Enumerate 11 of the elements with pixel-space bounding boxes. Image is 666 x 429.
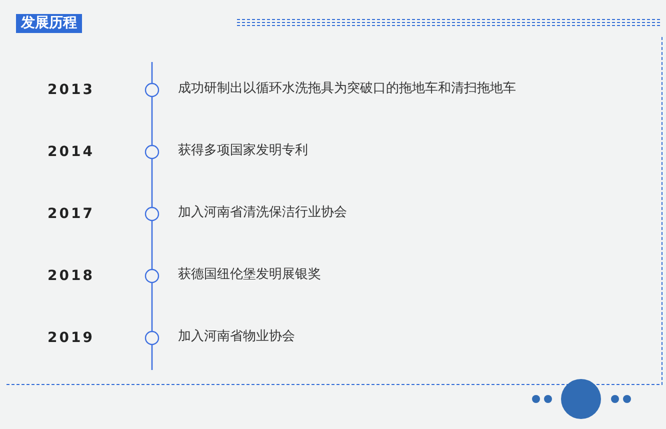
event-text: 获得多项国家发明专利 (178, 142, 308, 160)
event-text: 成功研制出以循环水洗拖具为突破口的拖地车和清扫拖地车 (178, 80, 516, 98)
year-label: 2013 (46, 81, 96, 99)
year-label: 2018 (46, 267, 96, 285)
event-text: 获德国纽伦堡发明展银奖 (178, 266, 321, 284)
event-text: 加入河南省清洗保洁行业协会 (178, 204, 347, 222)
year-label: 2017 (46, 205, 96, 223)
event-text: 加入河南省物业协会 (178, 328, 295, 346)
year-label: 2019 (46, 329, 96, 347)
section-title: 发展历程 (16, 14, 82, 33)
year-label: 2014 (46, 143, 96, 161)
